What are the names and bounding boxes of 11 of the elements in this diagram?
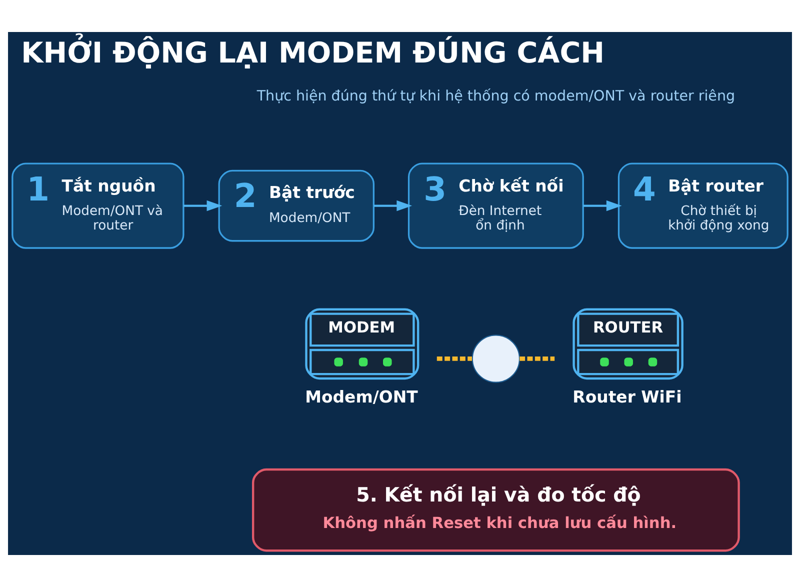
label: Thực hiện đúng thứ tự khi hệ thống có modem/ONT và router riêng — [256, 88, 736, 104]
connector — [436, 356, 472, 360]
arrow — [184, 200, 222, 211]
node-circle — [472, 334, 520, 382]
diagram-title: KHỞI ĐỘNG LẠI MODEM ĐÚNG CÁCH — [21, 36, 604, 69]
arrow — [374, 200, 412, 211]
arrow — [583, 200, 622, 211]
node-label: Router WiFi — [572, 387, 682, 406]
node-label: Modem/ONT — [305, 387, 418, 406]
node-box: 5. Kết nối lại và đo tốc độ Không nhấn Reset khi chưa lưu cấu hình. — [252, 468, 740, 552]
connector — [520, 356, 555, 360]
